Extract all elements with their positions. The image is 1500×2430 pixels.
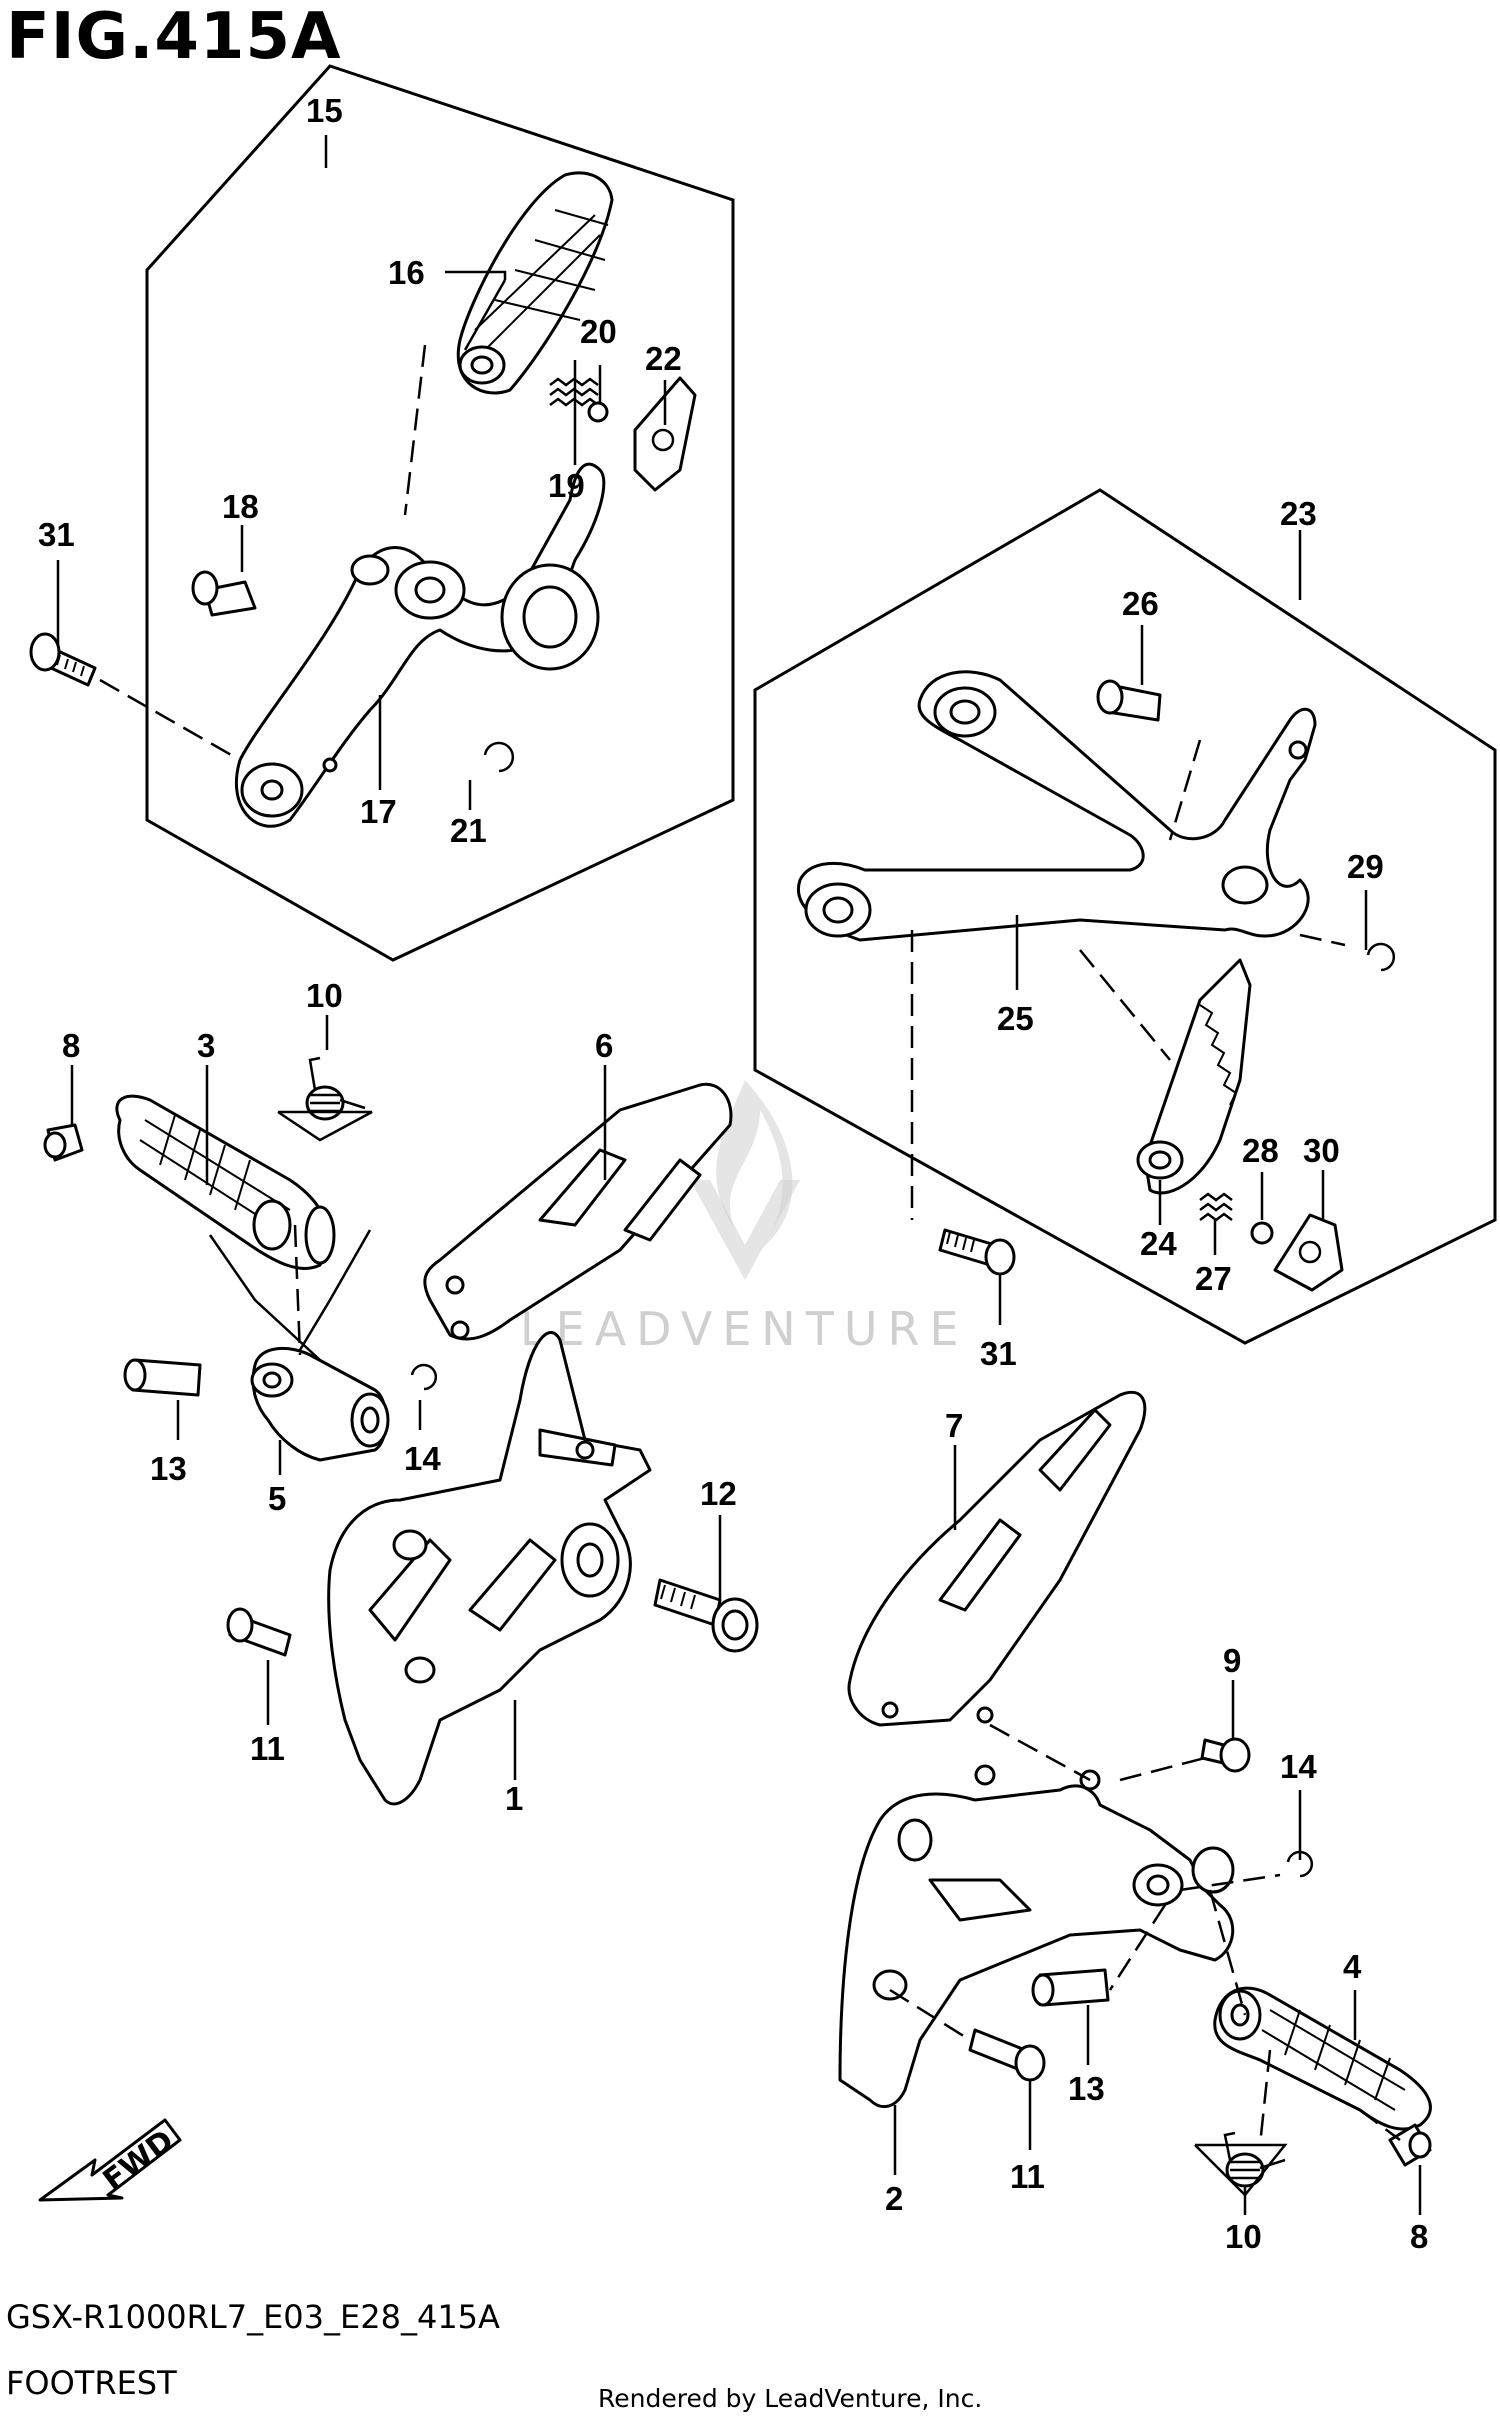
pedal-plate-part: [633, 376, 697, 492]
left-footpeg-part: [115, 1094, 336, 1270]
watermark-text: LEADVENTURE: [520, 1302, 969, 1356]
pedal-ball-part: [587, 401, 609, 423]
callout-26: 26: [1122, 585, 1159, 622]
callout-9: 9: [1223, 1642, 1241, 1679]
callout-24: 24: [1140, 1225, 1177, 1262]
peg-pin-right-part: [1031, 1968, 1110, 2007]
callout-12: 12: [700, 1475, 737, 1512]
callout-21: 21: [450, 812, 487, 849]
peg-stopper-left-part: [43, 1123, 84, 1162]
callout-11-left: 11: [250, 1730, 285, 1767]
callout-13-right: 13: [1068, 2070, 1105, 2107]
bracket-bolt-right-part: [968, 2028, 1046, 2082]
callout-14-left: 14: [404, 1440, 441, 1477]
callout-4: 4: [1343, 1948, 1362, 1985]
rear-peg-spring-part: [1199, 1192, 1233, 1222]
callout-1: 1: [505, 1780, 523, 1817]
callout-8-left: 8: [62, 1027, 80, 1064]
rear-peg-plate-part: [1273, 1213, 1344, 1292]
bolt-9-part: [1200, 1737, 1251, 1773]
callout-18: 18: [222, 488, 259, 525]
callout-22: 22: [645, 340, 682, 377]
leader-lines: [56, 135, 1422, 2215]
peg-stopper-right-part: [1388, 2123, 1432, 2167]
callout-3: 3: [197, 1027, 215, 1064]
left-footrest-bracket-part: [327, 1331, 652, 1806]
callout-numbers: 15 16 20 22 19 18 31 17 21 23 26 29 25 2…: [38, 92, 1428, 2255]
bolt-12-part: [653, 1578, 759, 1653]
callout-25: 25: [997, 1000, 1034, 1037]
brake-pedal-arm-part: [234, 462, 606, 828]
rear-bracket-assembly-box: [753, 488, 1497, 1345]
callout-5: 5: [268, 1480, 286, 1517]
callout-30: 30: [1303, 1132, 1340, 1169]
callout-27: 27: [1195, 1260, 1232, 1297]
callout-17: 17: [360, 793, 397, 830]
bolt-lower-part: [938, 1228, 1016, 1276]
rear-footpeg-part: [1136, 958, 1252, 1195]
callout-20: 20: [580, 313, 617, 350]
callout-31-lower: 31: [980, 1335, 1017, 1372]
dashed-assembly-lines: [99, 344, 1401, 2146]
brake-pedal-tip-part: [456, 171, 614, 395]
callout-28: 28: [1242, 1132, 1279, 1169]
forward-direction-arrow: FWD: [38, 2118, 182, 2202]
rear-footrest-bracket-part: [796, 670, 1317, 942]
callout-8-right: 8: [1410, 2218, 1428, 2255]
bracket-eclip-part: [1366, 942, 1396, 972]
callout-11-right: 11: [1010, 2158, 1045, 2195]
peg-pin-left-part: [123, 1358, 202, 1397]
callout-14-right: 14: [1280, 1748, 1317, 1785]
rear-peg-ball-part: [1250, 1221, 1274, 1245]
callout-10-left: 10: [306, 977, 343, 1014]
bracket-bolt-left-part: [226, 1607, 292, 1657]
eclip-left-part: [410, 1363, 438, 1391]
callout-29: 29: [1347, 848, 1384, 885]
pedal-eclip-part: [483, 741, 515, 773]
heel-guard-right-part: [847, 1391, 1147, 1727]
spring-right-part: [1223, 2131, 1286, 2188]
peg-mount-left-part: [250, 1346, 390, 1462]
callout-2: 2: [885, 2180, 903, 2217]
callout-16: 16: [388, 254, 425, 291]
figure-name: FOOTREST: [6, 2364, 177, 2402]
bracket-pin-part: [1096, 679, 1162, 722]
callout-10-right: 10: [1225, 2218, 1262, 2255]
callout-7: 7: [945, 1407, 963, 1444]
render-credit: Rendered by LeadVenture, Inc.: [598, 2384, 983, 2413]
eclip-right-part: [1286, 1850, 1314, 1878]
figure-code: GSX-R1000RL7_E03_E28_415A: [6, 2298, 500, 2336]
right-footrest-bracket-part: [838, 1764, 1235, 2109]
pedal-assembly-box: [145, 64, 735, 962]
bolt-upper-part: [29, 632, 97, 687]
heel-guard-left-part: [423, 1082, 733, 1341]
callout-6: 6: [595, 1027, 613, 1064]
callout-23: 23: [1280, 495, 1317, 532]
pedal-pin-part: [191, 570, 257, 617]
callout-13-left: 13: [150, 1450, 187, 1487]
figure-title: FIG.415A: [6, 0, 342, 74]
spring-left-part: [305, 1056, 366, 1121]
callout-31-upper: 31: [38, 516, 75, 553]
callout-15: 15: [306, 92, 343, 129]
callout-19: 19: [548, 467, 585, 504]
right-footpeg-part: [1213, 1986, 1432, 2131]
watermark-logo: LEADVENTURE: [520, 1080, 969, 1356]
